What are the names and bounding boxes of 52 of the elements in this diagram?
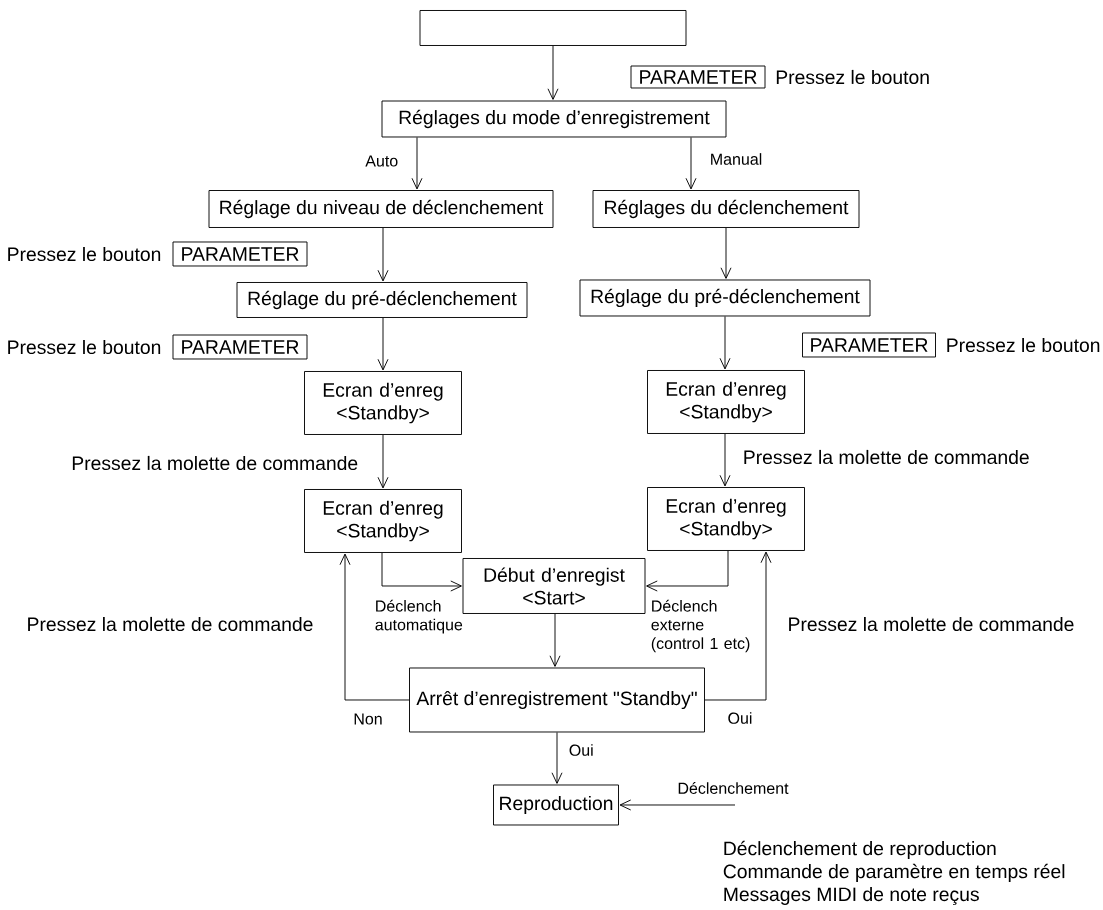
arrow: [646, 550, 729, 592]
process-box: Début d’enregist <Start>: [462, 558, 646, 614]
arrow: [377, 434, 389, 489]
arrow: [547, 45, 559, 100]
arrow: [720, 227, 732, 279]
process-box: Réglage du pré-déclenchement: [579, 279, 871, 317]
process-box: Réglage du pré-déclenchement: [236, 282, 528, 318]
arrow: [619, 799, 736, 811]
process-box: Réglages du déclenchement: [592, 190, 860, 228]
edge-label: Oui: [569, 744, 593, 756]
arrow: [549, 613, 561, 667]
key-label-box: PARAMETER: [172, 241, 308, 267]
edge-label: Déclenchement: [678, 782, 789, 794]
edge-label: Pressez la molette de commande: [744, 449, 1029, 465]
instruction-text: Pressez le bouton: [776, 69, 929, 85]
instruction-text: Pressez le bouton: [8, 339, 161, 355]
instruction-text: Pressez la molette de commande: [28, 616, 313, 632]
arrow: [685, 137, 697, 190]
process-box: Ecran d’enreg <Standby>: [304, 489, 462, 553]
process-box: Ecran d’enreg <Standby>: [647, 370, 805, 434]
arrow: [551, 732, 563, 784]
note-text: Messages MIDI de note reçus: [724, 886, 979, 906]
process-box: Arrêt d’enregistrement "Standby": [409, 667, 705, 733]
arrow: [719, 433, 731, 487]
instruction-text: Pressez le bouton: [947, 337, 1100, 353]
process-box: Reproduction: [493, 784, 619, 826]
process-box: Réglages du mode d’enregistrement: [381, 100, 727, 138]
edge-label: Déclench automatique: [375, 599, 463, 634]
note-text: Déclenchement de reproduction: [724, 840, 996, 860]
arrow: [704, 551, 772, 701]
arrow: [339, 553, 410, 701]
process-box: Ecran d’enreg <Standby>: [647, 487, 805, 551]
instruction-text: Pressez le bouton: [8, 246, 161, 262]
process-box: Réglage du niveau de déclenchement: [208, 190, 554, 228]
key-label-box: PARAMETER: [172, 334, 308, 360]
note-text: Commande de paramètre en temps réel: [723, 863, 1065, 883]
instruction-text: Pressez la molette de commande: [789, 616, 1074, 632]
arrow: [411, 137, 423, 190]
process-box: Ecran d’enreg <Standby>: [304, 371, 462, 435]
key-label-box: PARAMETER: [630, 65, 766, 89]
edge-label: Manual: [711, 153, 762, 165]
arrow: [377, 227, 389, 282]
edge-label: Pressez la molette de commande: [72, 455, 358, 471]
edge-label: Auto: [365, 155, 398, 167]
key-label-box: PARAMETER: [802, 332, 936, 358]
arrow: [719, 316, 731, 370]
edge-label: Déclench externe (control 1 etc): [651, 599, 750, 653]
arrow: [381, 552, 462, 592]
arrow: [377, 317, 389, 371]
edge-label: Oui: [728, 712, 752, 724]
edge-label: Non: [354, 713, 382, 725]
blank-box: [419, 10, 687, 46]
